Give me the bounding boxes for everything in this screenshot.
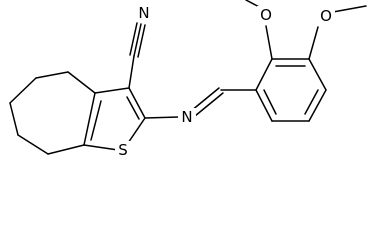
methoxy-oxygen-right-label: O — [320, 7, 332, 25]
bond-imine-double-b — [194, 92, 224, 117]
bond-right-o-ring — [308, 26, 319, 60]
structure-diagram: N N S O O — [9, 0, 367, 159]
bond-nitrile-triple-c — [137, 24, 146, 58]
bond-nitrile-triple-a — [133, 23, 142, 57]
bond-layer — [9, 0, 367, 155]
bond-ring7-d — [9, 102, 19, 136]
bond-benzene-3-4 — [308, 58, 327, 91]
bond-c2-imine-n — [144, 116, 180, 119]
bond-ring7-b — [35, 71, 69, 79]
bond-benzene-6-1 — [255, 89, 273, 122]
thiophene-sulfur-label: S — [118, 141, 128, 159]
methoxy-oxygen-upper: O — [257, 6, 275, 24]
nitrile-nitrogen-label: N — [138, 4, 149, 22]
nitrile-nitrogen: N — [136, 4, 152, 22]
bond-benzene-6-1-inner — [263, 89, 277, 115]
bond-thio-c3-c2-inner — [126, 96, 140, 120]
bond-benzene-4-5 — [308, 89, 327, 122]
atom-label-layer: N N S O O — [115, 4, 335, 159]
bond-nitrile-c — [128, 55, 135, 89]
bond-nitrile-triple-b — [129, 22, 138, 56]
thiophene-sulfur: S — [115, 141, 131, 159]
bond-right-o-methyl — [332, 5, 367, 13]
methoxy-oxygen-right: O — [317, 7, 335, 25]
methoxy-oxygen-upper-label: O — [260, 6, 272, 24]
bond-fusion — [83, 92, 96, 146]
bond-ring7-f — [47, 144, 85, 155]
bond-thio-c3-c2 — [128, 87, 146, 119]
bond-ring7-e — [17, 134, 49, 155]
imine-nitrogen: N — [178, 108, 196, 126]
bond-fusion-inner — [90, 100, 102, 141]
bond-imine-double-a — [190, 87, 220, 112]
imine-nitrogen-label: N — [181, 108, 192, 126]
bond-benzene-4-5-inner — [304, 89, 319, 115]
bond-ring7-c — [9, 77, 37, 104]
bond-ring7-a — [67, 71, 96, 94]
bond-thio-s-c7a — [83, 144, 119, 151]
bond-thio-c3a-c3 — [94, 87, 130, 94]
bond-upper-o-ring — [265, 25, 273, 60]
bond-benzene-1-2 — [255, 58, 273, 91]
